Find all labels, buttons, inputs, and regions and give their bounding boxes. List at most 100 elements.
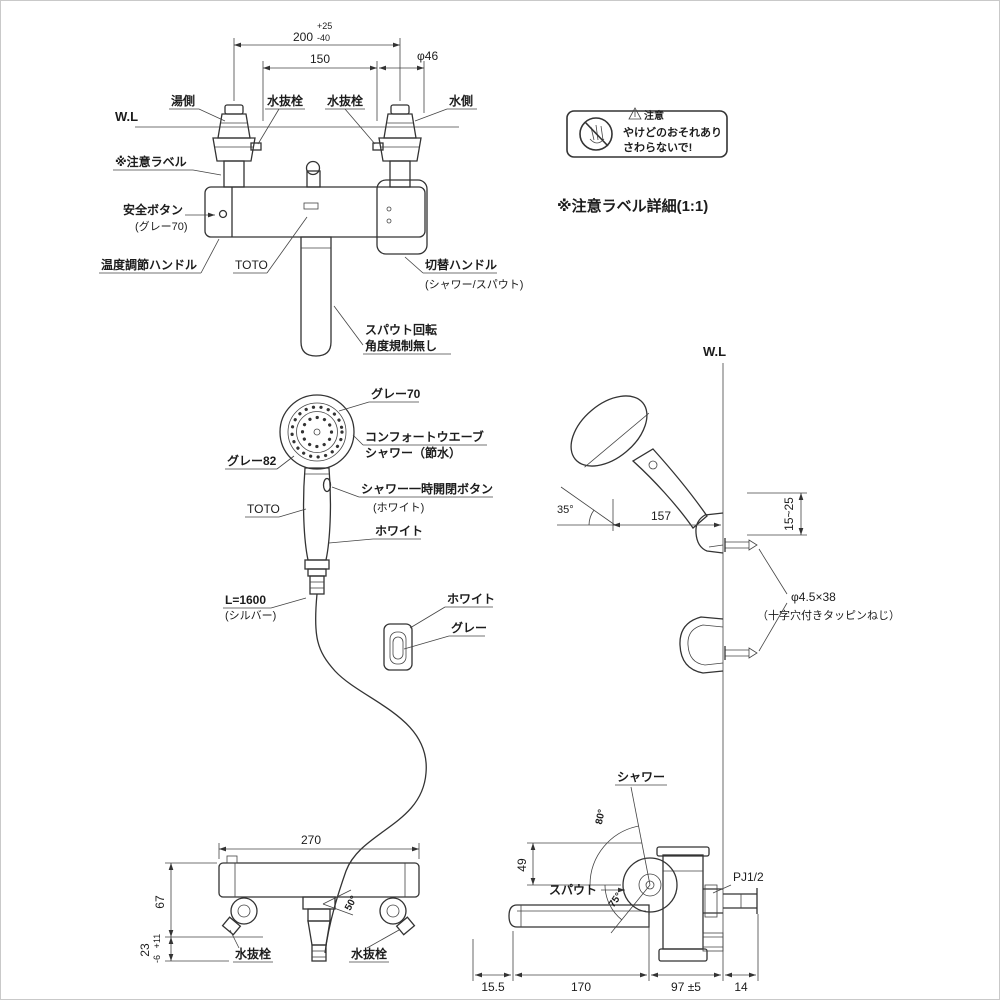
label-holder-white: ホワイト xyxy=(409,592,495,629)
dim-15-25-text: 15~25 xyxy=(782,497,796,531)
label-spout-note: スパウト回転 角度規制無し xyxy=(333,305,451,355)
svg-text:L=1600: L=1600 xyxy=(225,593,266,607)
water-line-side-text: W.L xyxy=(703,344,726,359)
svg-text:シャワー: シャワー xyxy=(617,770,665,784)
safety-button-shape xyxy=(218,209,228,219)
side-spout xyxy=(508,904,650,928)
dimension-157: 157 xyxy=(612,499,721,531)
svg-text:グレー70: グレー70 xyxy=(371,386,421,401)
svg-text:水抜栓: 水抜栓 xyxy=(327,93,363,108)
bottom-side-view: 80° シャワー 49 スパウト 75° PJ1/2 15.5 170 97 ±… xyxy=(472,770,764,994)
angle-35: 35° xyxy=(557,486,616,526)
upper-wall-fitting xyxy=(703,884,758,918)
label-gray70: グレー70 xyxy=(338,386,421,412)
label-front-drain-right: 水抜栓 xyxy=(349,929,400,963)
dimension-270: 270 xyxy=(218,833,420,859)
dim-15-5-text: 15.5 xyxy=(481,980,505,994)
no-touch-icon xyxy=(579,117,613,151)
svg-text:(ホワイト): (ホワイト) xyxy=(373,501,424,514)
label-safety-button: 安全ボタン (グレー70) xyxy=(123,202,215,233)
dimension-23: 23 +11 -6 xyxy=(138,934,229,963)
side-body xyxy=(656,846,710,962)
svg-text:ホワイト: ホワイト xyxy=(375,524,423,538)
svg-text:スパウト回転: スパウト回転 xyxy=(365,322,437,337)
svg-text:水側: 水側 xyxy=(449,93,473,108)
dimension-150: 150 xyxy=(262,52,378,121)
angle-80-text: 80° xyxy=(594,808,608,825)
wall-holder-lower xyxy=(679,616,724,674)
label-holder-gray: グレー xyxy=(403,620,487,650)
label-cold-side: 水側 xyxy=(414,93,477,122)
front-body xyxy=(218,855,420,898)
spout-shape xyxy=(300,236,332,357)
svg-text:水抜栓: 水抜栓 xyxy=(267,93,303,108)
shower-direction: 80° xyxy=(589,786,651,886)
dimension-200: 200 +25 -40 xyxy=(233,21,401,101)
dimension-49: 49 xyxy=(515,842,642,886)
dim-150-text: 150 xyxy=(310,52,330,66)
label-pause-button: シャワー一時開閉ボタン (ホワイト) xyxy=(331,481,493,514)
dim-23-text: 23 xyxy=(138,943,152,957)
shower-hose xyxy=(314,593,427,954)
label-thread: PJ1/2 xyxy=(712,870,764,894)
label-comfort-wave: コンフォートウエーブ シャワー（節水） xyxy=(352,429,487,460)
caution-line2: さわらないで! xyxy=(623,141,692,154)
label-screw-spec: φ4.5×38 （十字穴付きタッピンねじ） xyxy=(757,548,900,652)
svg-text:スパウト: スパウト xyxy=(549,883,597,897)
faucet-body xyxy=(204,160,428,357)
svg-text:水抜栓: 水抜栓 xyxy=(351,946,387,961)
svg-text:（十字穴付きタッピンねじ）: （十字穴付きタッピンねじ） xyxy=(757,608,900,622)
svg-text:温度調節ハンドル: 温度調節ハンドル xyxy=(101,257,197,272)
caution-label-detail: 注意 やけどのおそれあり さわらないで! ※注意ラベル詳細(1:1) xyxy=(557,107,728,215)
shower-handle xyxy=(302,467,332,595)
angle-50: 50° xyxy=(322,889,360,916)
wall-holder-upper xyxy=(695,512,724,554)
left-supply-leg xyxy=(212,104,262,188)
front-drain-plug-right xyxy=(379,897,416,936)
shower-head-profile xyxy=(570,395,708,529)
svg-text:コンフォートウエーブ: コンフォートウエーブ xyxy=(365,429,484,444)
water-line-text: W.L xyxy=(115,109,138,124)
caution-header: 注意 xyxy=(644,109,664,122)
holder-front-detail xyxy=(383,623,413,671)
dimension-dia46: φ46 xyxy=(379,49,438,113)
label-hot-side: 湯側 xyxy=(169,93,226,122)
svg-text:ホワイト: ホワイト xyxy=(447,592,495,606)
caution-line1: やけどのおそれあり xyxy=(623,126,722,139)
dim-200-tol-minus: -40 xyxy=(317,33,330,43)
svg-text:グレー: グレー xyxy=(451,620,487,635)
label-caution-ref: ※注意ラベル xyxy=(113,154,222,176)
front-drain-plug-left xyxy=(221,897,258,936)
bottom-dimension-chain: 15.5 170 97 ±5 14 xyxy=(472,914,759,994)
dim-200-tol-plus: +25 xyxy=(317,21,332,31)
bottom-front-view: 270 50° 67 23 +11 -6 xyxy=(138,833,420,963)
label-switch-handle: 切替ハンドル (シャワー/スパウト) xyxy=(404,256,523,291)
svg-text:TOTO: TOTO xyxy=(235,258,268,272)
svg-text:φ4.5×38: φ4.5×38 xyxy=(791,590,836,604)
right-supply-leg xyxy=(372,104,422,188)
right-drain-valve xyxy=(372,142,384,151)
label-shower-direction: シャワー xyxy=(615,770,667,786)
dim-270-text: 270 xyxy=(301,833,321,847)
svg-text:安全ボタン: 安全ボタン xyxy=(123,202,183,217)
dim-170-text: 170 xyxy=(571,980,591,994)
label-brand-shower: TOTO xyxy=(245,502,307,518)
svg-text:水抜栓: 水抜栓 xyxy=(235,946,271,961)
angle-75-text: 75° xyxy=(607,891,625,910)
dim-dia46-text: φ46 xyxy=(417,49,438,63)
svg-text:切替ハンドル: 切替ハンドル xyxy=(425,257,497,272)
label-front-drain-left: 水抜栓 xyxy=(229,929,273,963)
svg-text:PJ1/2: PJ1/2 xyxy=(733,870,764,884)
svg-text:シャワー一時開閉ボタン: シャワー一時開閉ボタン xyxy=(361,481,493,496)
hose-nipple-section xyxy=(302,896,336,962)
svg-text:グレー82: グレー82 xyxy=(227,453,277,468)
spout-swing-angle: 75° xyxy=(604,884,651,934)
dim-67-text: 67 xyxy=(153,895,167,909)
dim-14-text: 14 xyxy=(734,980,748,994)
label-white-handle: ホワイト xyxy=(328,524,423,544)
dimension-67: 67 xyxy=(153,862,263,938)
svg-text:(シャワー/スパウト): (シャワー/スパウト) xyxy=(425,278,523,291)
svg-text:(グレー70): (グレー70) xyxy=(135,219,188,233)
lower-wall-fitting xyxy=(702,932,724,952)
